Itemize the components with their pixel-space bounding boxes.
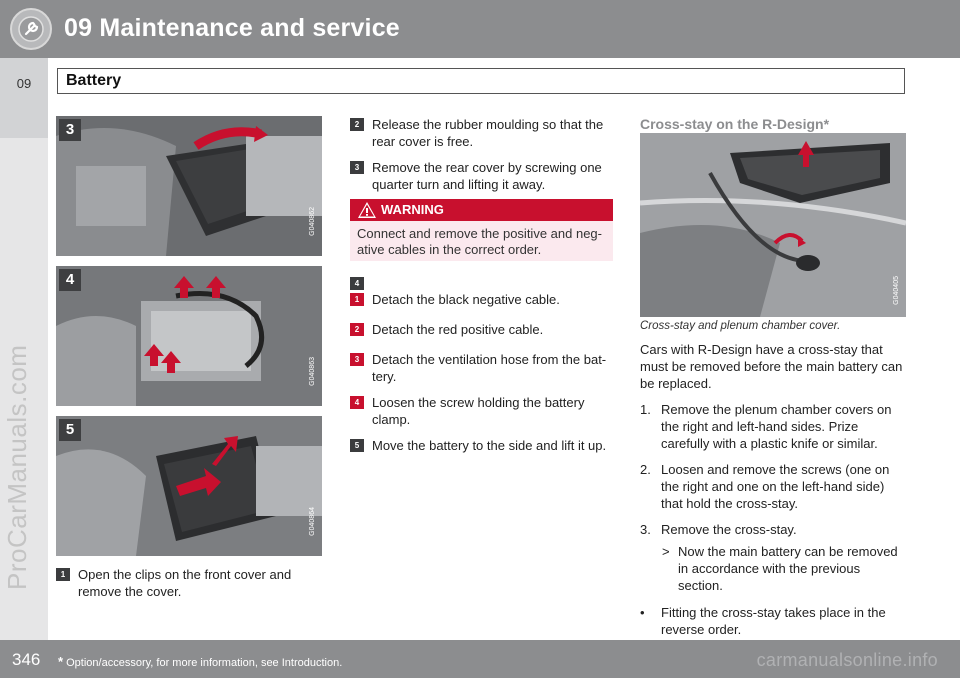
step-item: 2 Detach the red positive cable.	[350, 321, 615, 338]
step-text: Open the clips on the front cover and re…	[78, 567, 292, 599]
step-number: 3.	[640, 522, 651, 537]
photo-code: G040863	[309, 357, 316, 386]
battery-cables-illustration	[56, 266, 322, 406]
cross-stay-illustration	[640, 133, 906, 317]
step-item: 4 Loosen the screw holding the battery c…	[350, 394, 615, 428]
numbered-step: 1. Remove the plenum chamber covers on t…	[640, 401, 908, 452]
photo-caption: Cross-stay and plenum chamber cover.	[640, 320, 841, 332]
intro-paragraph: Cars with R-Design have a cross-stay tha…	[640, 342, 903, 391]
page-footer: 346 * Option/accessory, for more informa…	[0, 640, 960, 678]
chapter-header: 09 Maintenance and service	[0, 0, 960, 58]
side-tab-number: 09	[16, 76, 32, 91]
step-text: Detach the black negative cable.	[372, 292, 560, 307]
chapter-title: 09 Maintenance and service	[64, 14, 400, 42]
step-item: 5 Move the battery to the side and lift …	[350, 437, 615, 454]
step-text: Remove the cross-stay.	[661, 522, 797, 537]
step-badge: 2	[350, 323, 364, 336]
cross-stay-heading: Cross-stay on the R-Design*	[640, 116, 830, 132]
column-1-steps: 1 Open the clips on the front cover and …	[56, 566, 326, 609]
warning-triangle-icon	[358, 202, 376, 218]
section-title: Battery	[66, 72, 122, 89]
footnote: * Option/accessory, for more information…	[58, 654, 342, 669]
numbered-step: 3. Remove the cross-stay.	[640, 521, 908, 538]
step-text: Remove the plenum chamber covers on the …	[661, 402, 892, 451]
side-chapter-tab	[0, 58, 48, 658]
bullet-item: • Fitting the cross-stay takes place in …	[640, 604, 908, 638]
step-item: 1 Open the clips on the front cover and …	[56, 566, 326, 600]
page-number: 346	[12, 650, 41, 669]
footer-watermark: carmanualsonline.info	[756, 650, 938, 670]
cross-stay-instructions: Cars with R-Design have a cross-stay tha…	[640, 341, 908, 638]
step-text: Move the battery to the side and lift it…	[372, 438, 607, 453]
engine-bay-illustration	[56, 116, 322, 256]
result-glyph: >	[662, 544, 670, 559]
warning-box: WARNING Connect and remove the positive …	[350, 199, 613, 261]
step-badge: 1	[350, 293, 364, 306]
column-2-steps-b: 4 1 Detach the black negative cable. 2 D…	[350, 275, 615, 463]
step-number: 1.	[640, 402, 651, 417]
side-watermark: ProCarManuals.com	[2, 344, 32, 590]
footnote-star: *	[58, 654, 64, 669]
engine-photo-4: 4 G040863	[56, 266, 322, 406]
result-text: Now the main battery can be removed in a…	[678, 544, 898, 593]
warning-header: WARNING	[350, 199, 613, 221]
engine-photo-3: 3 G040862	[56, 116, 322, 256]
step-text: Remove the rear cover by screwing one qu…	[372, 160, 602, 192]
step-text: Release the rubber moulding so that the …	[372, 117, 604, 149]
photo-code: G040405	[893, 276, 900, 305]
battery-lift-illustration	[56, 416, 322, 556]
bullet-glyph: •	[640, 605, 645, 620]
column-2-steps-a: 2 Release the rubber moulding so that th…	[350, 116, 615, 202]
numbered-step: 2. Loosen and remove the screws (one on …	[640, 461, 908, 512]
step-number: 2.	[640, 462, 651, 477]
step-text: Loosen and remove the screws (one on the…	[661, 462, 890, 511]
bullet-text: Fitting the cross-stay takes place in th…	[661, 605, 886, 637]
step-badge: 5	[350, 439, 364, 452]
step-text: Detach the red positive cable.	[372, 322, 544, 337]
step-badge: 1	[56, 568, 70, 581]
photo-label: 5	[59, 419, 81, 441]
step-badge: 3	[350, 161, 364, 174]
warning-text: Connect and remove the positive and neg-…	[357, 226, 602, 257]
step-text: Loosen the screw holding the battery cla…	[372, 395, 585, 427]
step-badge: 4	[350, 396, 364, 409]
photo-label: 3	[59, 119, 81, 141]
photo-code: G040862	[309, 207, 316, 236]
photo-label: 4	[59, 269, 81, 291]
step-text: Detach the ventilation hose from the bat…	[372, 352, 607, 384]
cross-stay-photo: G040405	[640, 133, 906, 317]
wrench-logo-icon	[10, 8, 52, 50]
section-bar: Battery	[57, 68, 905, 94]
step-item: 3 Remove the rear cover by screwing one …	[350, 159, 615, 193]
warning-title: WARNING	[381, 202, 444, 217]
group-badge: 4	[350, 277, 364, 290]
step-badge: 3	[350, 353, 364, 366]
photo-code: G040864	[309, 507, 316, 536]
engine-photo-5: 5 G040864	[56, 416, 322, 556]
side-tab-band	[0, 58, 48, 138]
step-badge: 2	[350, 118, 364, 131]
footnote-text: Option/accessory, for more information, …	[66, 657, 343, 669]
step-item: 2 Release the rubber moulding so that th…	[350, 116, 615, 150]
step-item: 1 Detach the black negative cable.	[350, 291, 615, 308]
step-item: 3 Detach the ventilation hose from the b…	[350, 351, 615, 385]
result-item: > Now the main battery can be removed in…	[640, 543, 908, 594]
